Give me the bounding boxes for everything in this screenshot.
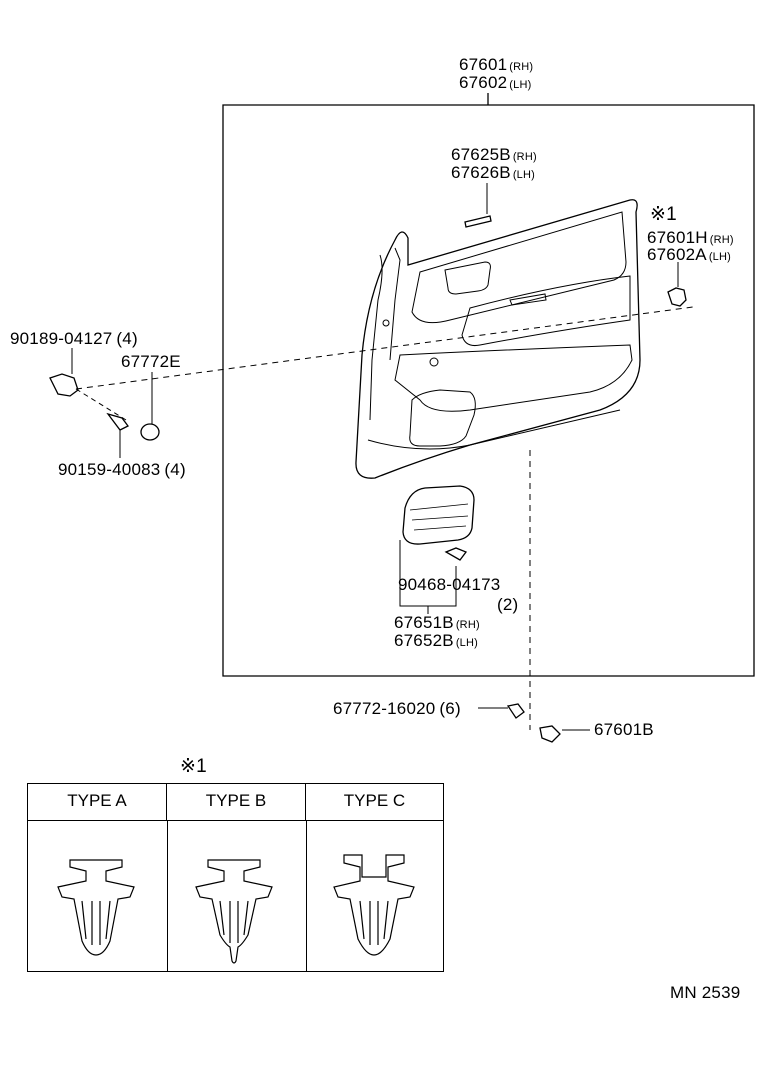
type-c-clip-icon [333, 854, 415, 956]
clip-types-mark: ※1 [180, 756, 207, 777]
type-c-header: TYPE C [343, 791, 406, 810]
type-a-header: TYPE A [28, 784, 167, 820]
label-67601b: 67601B [594, 720, 654, 739]
label-90468-qty: (2) [497, 595, 519, 614]
table-col-line-1 [167, 820, 168, 971]
type-b-clip-icon [195, 859, 273, 964]
cap-67772e-icon [140, 372, 160, 441]
clip-types-table: TYPE A TYPE B TYPE C [27, 783, 444, 972]
label-main-rh: 67601(RH) [459, 55, 534, 74]
pocket-part [402, 485, 475, 545]
handle-bezel-part [464, 215, 492, 228]
label-67772e: 67772E [121, 352, 181, 371]
label-90159: 90159-40083(4) [58, 460, 186, 479]
table-divider [28, 820, 443, 821]
label-note-mark: ※1 [650, 204, 677, 225]
door-trim-panel [355, 199, 641, 479]
label-clip-rh: 67601H(RH) [647, 228, 734, 247]
label-90468: 90468-04173 [398, 575, 501, 594]
type-b-header: TYPE B [167, 784, 306, 820]
label-main-lh: 67602(LH) [459, 73, 532, 92]
clip-67772-icon [478, 703, 525, 719]
clip-types-drawings [57, 854, 415, 964]
clip-90189-icon [49, 348, 79, 397]
type-a-clip-icon [57, 859, 135, 956]
label-bezel-lh: 67626B(LH) [451, 163, 536, 182]
label-pocket-rh: 67651B(RH) [394, 613, 480, 632]
label-67772: 67772-16020(6) [333, 699, 461, 718]
clip-90468-icon [444, 547, 468, 561]
table-col-line-2 [306, 820, 307, 971]
clip-67601h-icon [667, 262, 687, 307]
label-bezel-rh: 67625B(RH) [451, 145, 537, 164]
label-pocket-lh: 67652B(LH) [394, 631, 479, 650]
label-clip-lh: 67602A(LH) [647, 245, 732, 264]
dashed-leader-left [75, 306, 694, 390]
assembly-frame [222, 104, 755, 677]
fastener-67601b-icon [539, 725, 590, 743]
drawing-number: MN 2539 [670, 983, 741, 1002]
screw-90159-icon [106, 412, 129, 458]
label-90189: 90189-04127(4) [10, 329, 138, 348]
